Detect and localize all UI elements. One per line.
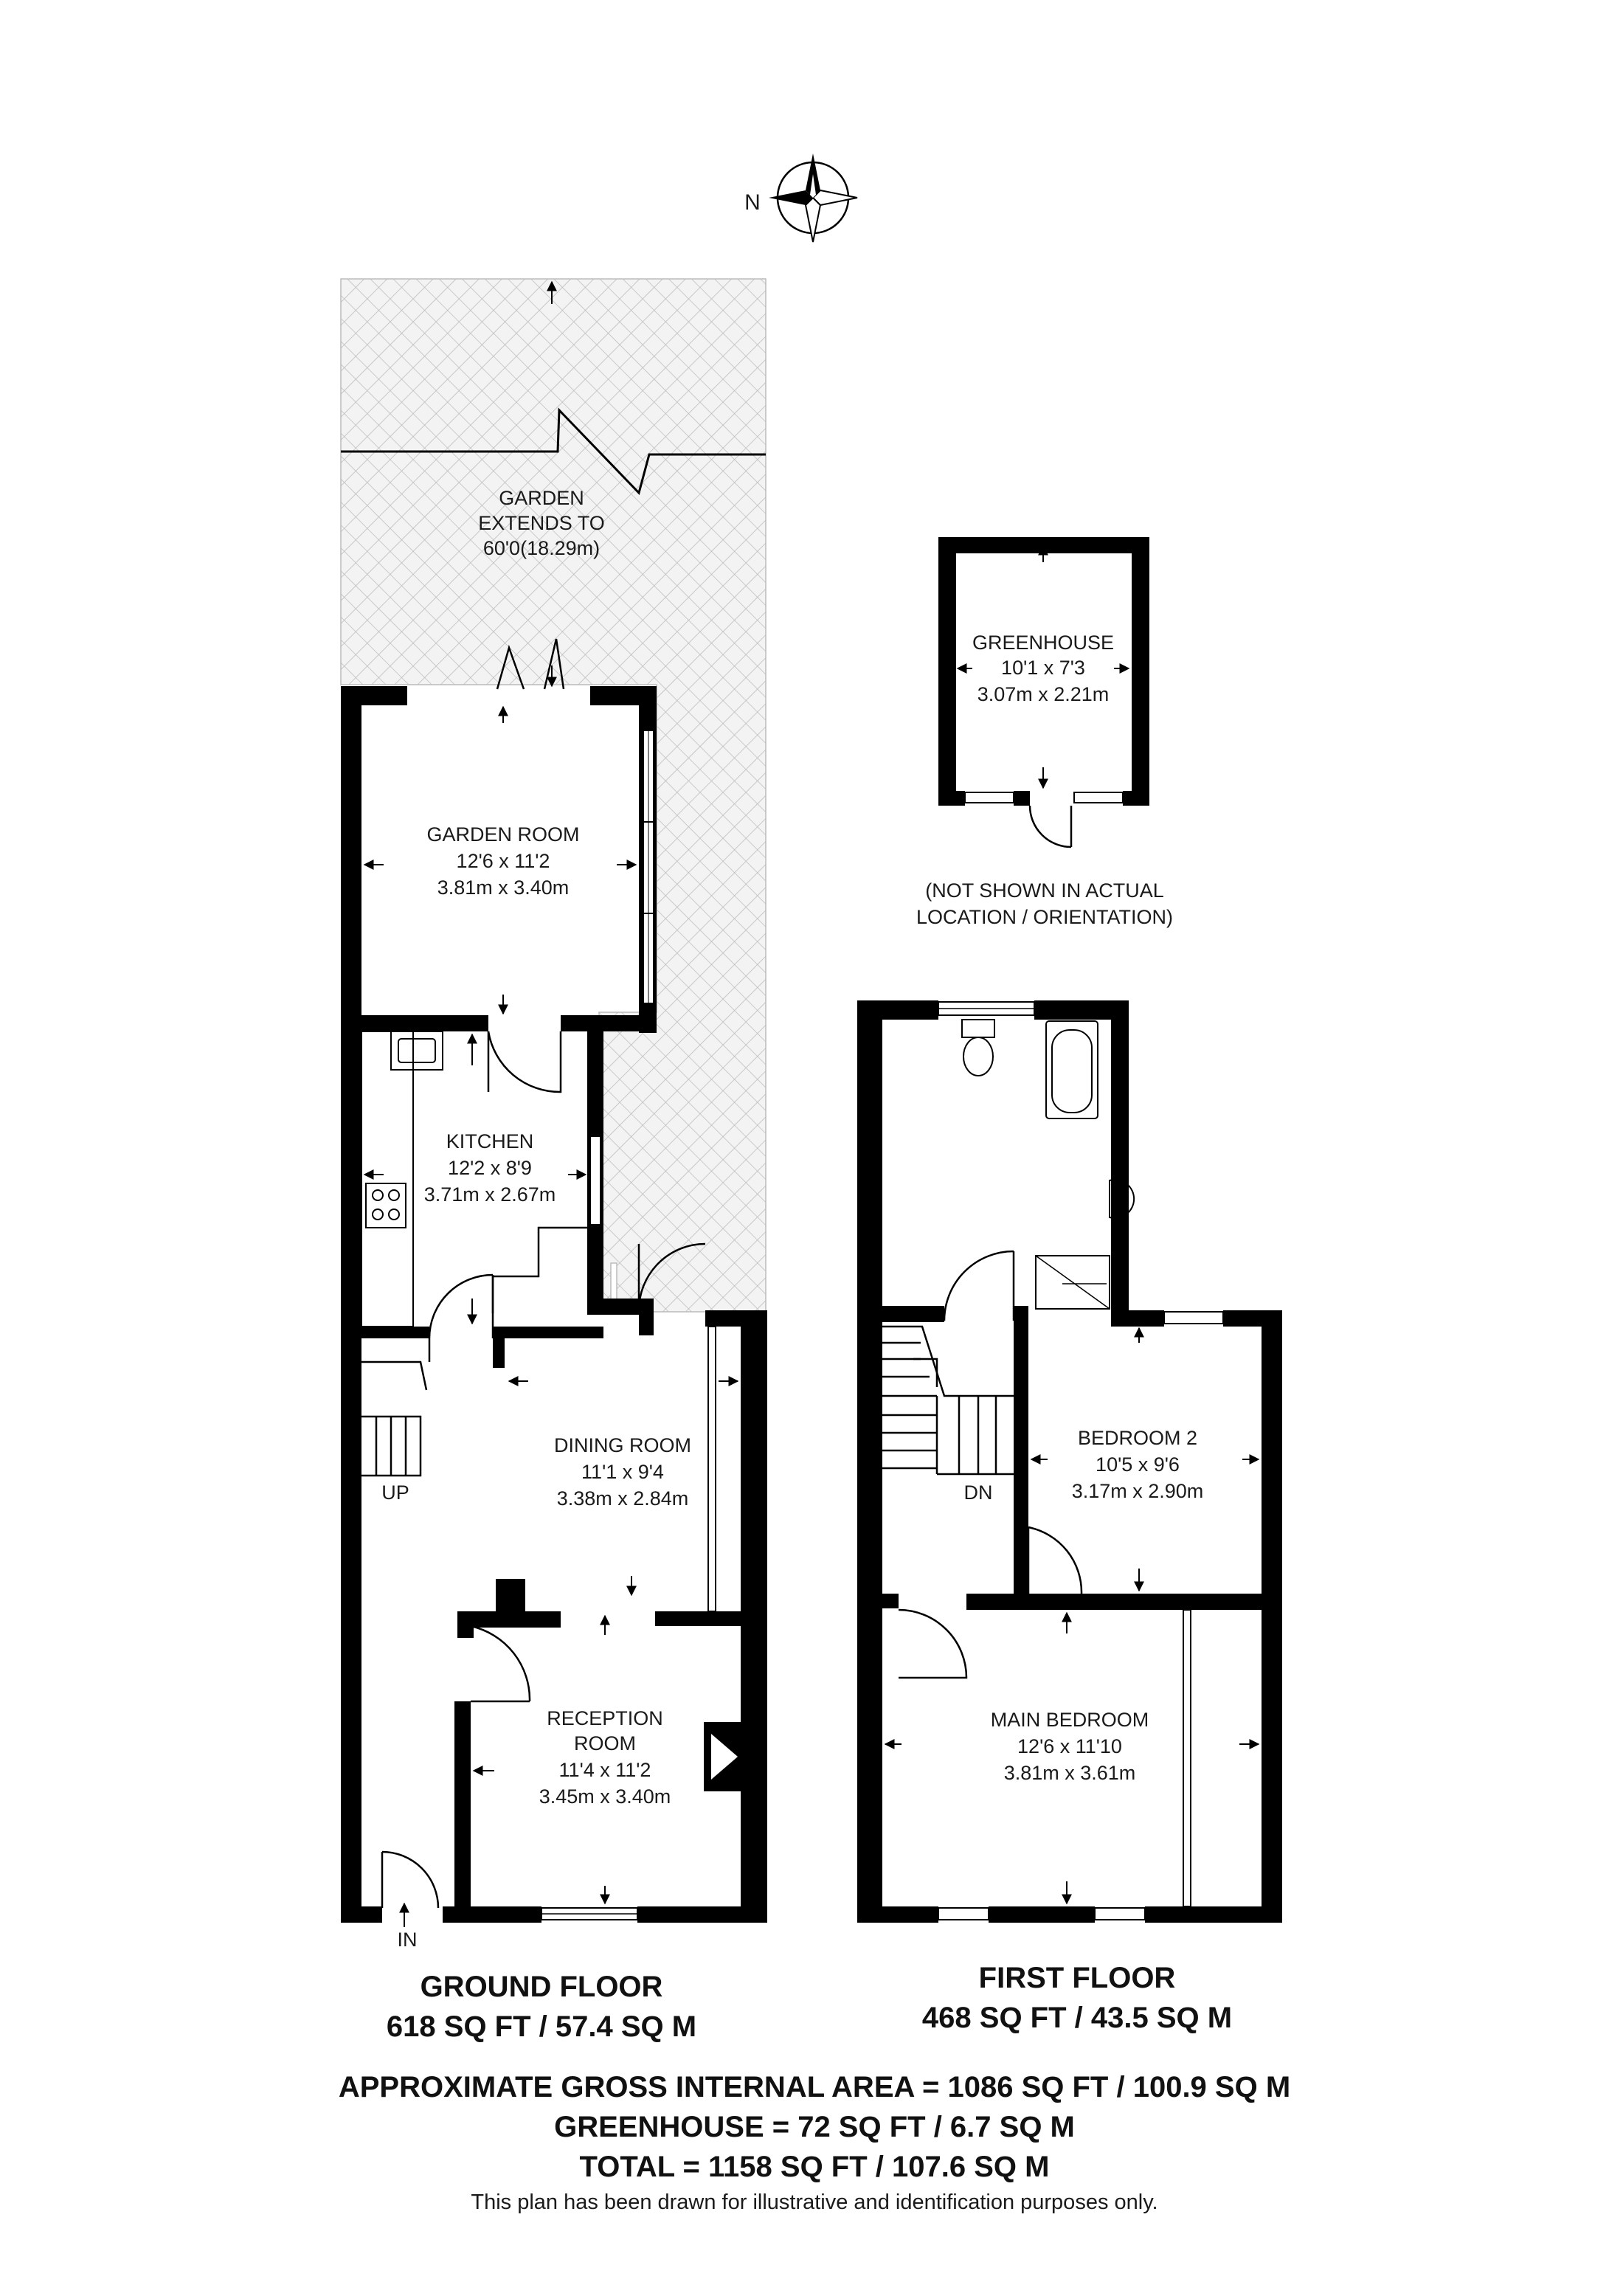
shower-icon xyxy=(1035,1255,1110,1310)
ground-floor-title: GROUND FLOOR xyxy=(421,1971,663,2003)
dining-room-imperial: 11'1 x 9'4 xyxy=(581,1461,664,1483)
kitchen-metric: 3.71m x 2.67m xyxy=(424,1183,556,1206)
first-floor-plan: BEDROOM 2 10'5 x 9'6 3.17m x 2.90m MAIN … xyxy=(857,1000,1282,1923)
garden-room-name: GARDEN ROOM xyxy=(426,823,579,846)
garden-label-line2: EXTENDS TO xyxy=(478,512,605,534)
garden-dimension: 60'0(18.29m) xyxy=(483,537,600,559)
main-bedroom-name: MAIN BEDROOM xyxy=(991,1709,1149,1731)
compass-label: N xyxy=(744,190,761,215)
stairs-up-label: UP xyxy=(381,1481,409,1504)
total-area: TOTAL = 1158 SQ FT / 107.6 SQ M xyxy=(580,2151,1050,2183)
stairs-down-icon xyxy=(882,1325,1014,1476)
area-summary: GROUND FLOOR 618 SQ FT / 57.4 SQ M FIRST… xyxy=(339,1962,1290,2214)
bath-icon xyxy=(1045,1020,1098,1119)
bedroom-2-imperial: 10'5 x 9'6 xyxy=(1096,1453,1180,1476)
garden-area: GARDEN EXTENDS TO 60'0(18.29m) xyxy=(340,278,766,1313)
hob-icon xyxy=(365,1183,406,1228)
kitchen-imperial: 12'2 x 8'9 xyxy=(448,1157,532,1179)
basin-icon xyxy=(1109,1179,1135,1219)
first-floor-title: FIRST FLOOR xyxy=(979,1962,1176,1994)
stairs-down-label: DN xyxy=(964,1481,993,1504)
greenhouse-name: GREENHOUSE xyxy=(972,632,1114,654)
main-bedroom-metric: 3.81m x 3.61m xyxy=(1004,1762,1136,1784)
greenhouse-note-line2: LOCATION / ORIENTATION) xyxy=(916,906,1173,928)
bedroom-2-name: BEDROOM 2 xyxy=(1078,1427,1197,1449)
toilet-icon xyxy=(963,1037,994,1076)
greenhouse-note-line1: (NOT SHOWN IN ACTUAL xyxy=(925,879,1164,902)
garden-label-line1: GARDEN xyxy=(499,487,584,509)
greenhouse-imperial: 10'1 x 7'3 xyxy=(1001,657,1085,679)
gross-internal-area: APPROXIMATE GROSS INTERNAL AREA = 1086 S… xyxy=(339,2071,1290,2103)
dining-room-name: DINING ROOM xyxy=(554,1434,691,1456)
entrance-label: IN xyxy=(398,1929,418,1951)
stairs-up-icon xyxy=(361,1338,431,1477)
main-bedroom-imperial: 12'6 x 11'10 xyxy=(1017,1735,1122,1757)
garden-room-metric: 3.81m x 3.40m xyxy=(437,876,570,899)
reception-room-metric: 3.45m x 3.40m xyxy=(539,1785,671,1808)
reception-room-name-line2: ROOM xyxy=(574,1732,636,1754)
ground-floor-area: 618 SQ FT / 57.4 SQ M xyxy=(387,2010,696,2043)
kitchen-name: KITCHEN xyxy=(446,1130,534,1152)
sink-icon xyxy=(398,1038,436,1063)
reception-room-name-line1: RECEPTION xyxy=(547,1707,663,1729)
bedroom-2-metric: 3.17m x 2.90m xyxy=(1072,1480,1204,1502)
disclaimer: This plan has been drawn for illustrativ… xyxy=(471,2190,1157,2214)
first-floor-area: 468 SQ FT / 43.5 SQ M xyxy=(922,2002,1232,2034)
garden-break-line xyxy=(341,407,766,495)
greenhouse-plan: GREENHOUSE 10'1 x 7'3 3.07m x 2.21m (NOT… xyxy=(916,537,1173,928)
reception-room-imperial: 11'4 x 11'2 xyxy=(559,1759,651,1781)
dining-room-metric: 3.38m x 2.84m xyxy=(557,1487,689,1510)
greenhouse-area: GREENHOUSE = 72 SQ FT / 6.7 SQ M xyxy=(554,2111,1075,2143)
garden-room-imperial: 12'6 x 11'2 xyxy=(457,850,550,872)
greenhouse-metric: 3.07m x 2.21m xyxy=(977,683,1110,705)
ground-floor-plan: GARDEN ROOM 12'6 x 11'2 3.81m x 3.40m KI… xyxy=(341,638,767,1951)
compass-icon: N xyxy=(744,153,858,243)
